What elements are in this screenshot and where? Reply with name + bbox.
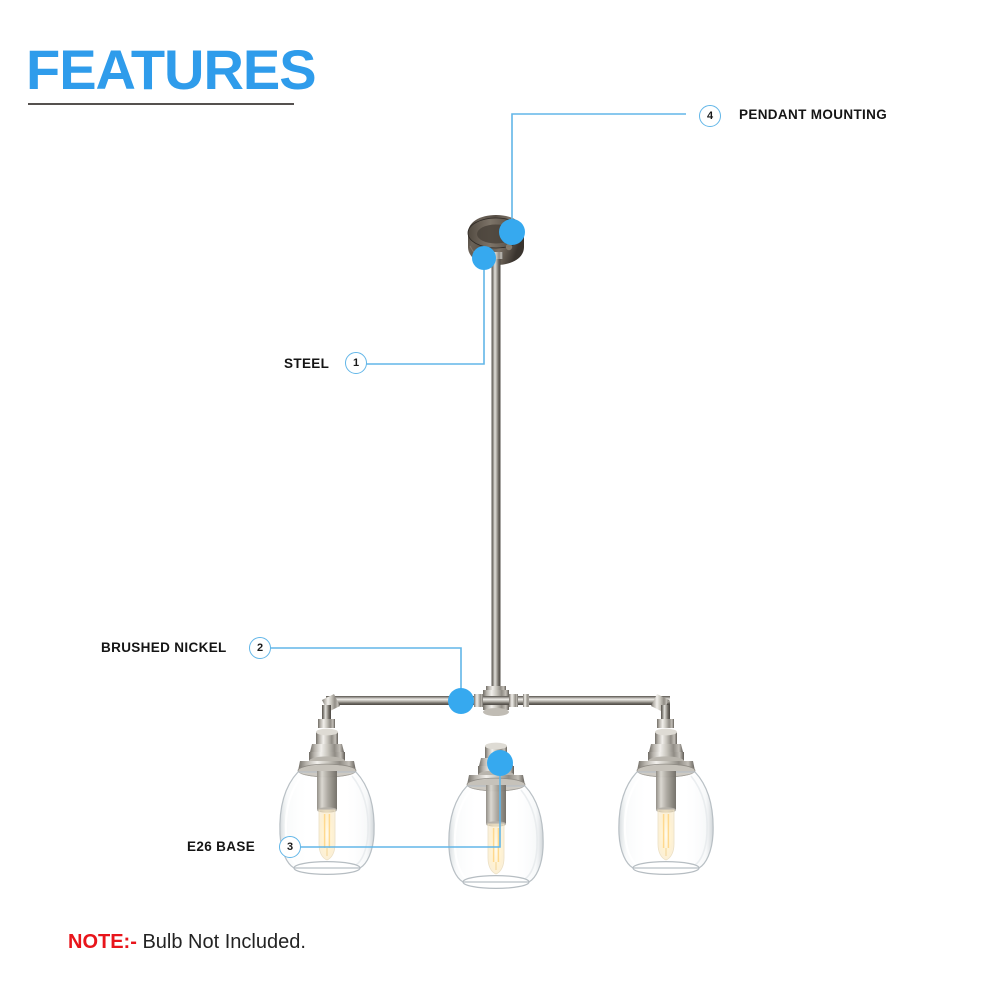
canopy-lower-marker [472,246,496,270]
callout-number-4: 4 [699,105,721,127]
horizontal-arm [330,696,666,705]
callout-label-steel: STEEL [284,356,330,371]
vertical-downrod [491,252,501,700]
note-keyword: NOTE:- [68,931,137,953]
callout-number-1: 1 [345,352,367,374]
callout-label-pendant-mounting: PENDANT MOUNTING [739,107,888,122]
note-line: NOTE:- Bulb Not Included. [68,932,306,952]
socket-marker [487,750,513,776]
title-underline [28,103,294,105]
shade-right [617,727,715,876]
canopy-upper-marker [499,219,525,245]
callout-number-2: 2 [249,637,271,659]
note-body: Bulb Not Included. [136,931,306,953]
callout-number-3: 3 [279,836,301,858]
right-arm-elbow [651,694,674,728]
arm-marker [448,688,474,714]
callout-label-e26-base: E26 BASE [187,839,256,854]
callout-label-brushed-nickel: BRUSHED NICKEL [101,640,227,655]
page-title: FEATURES [26,38,317,101]
